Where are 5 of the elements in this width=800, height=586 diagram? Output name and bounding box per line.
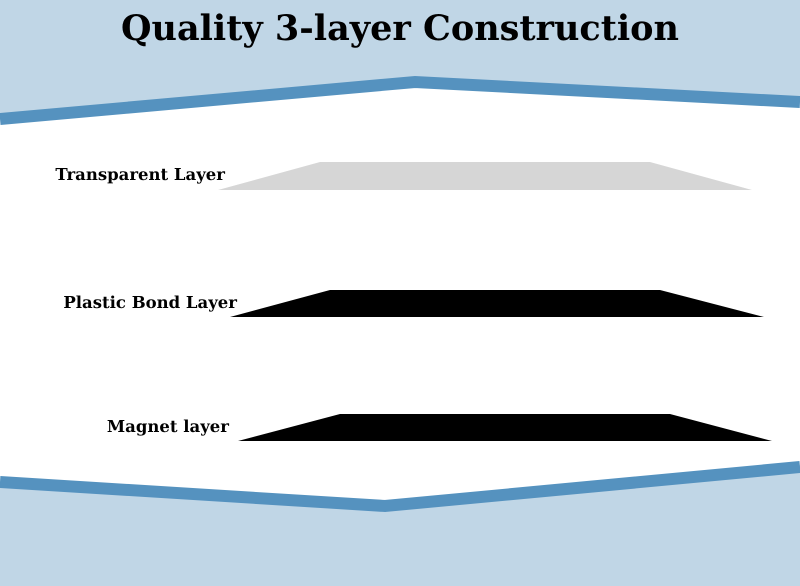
layer-label: Magnet layer [106,416,229,436]
layer-label: Plastic Bond Layer [63,292,237,312]
layer-label: Transparent Layer [55,165,225,184]
title: Quality 3-layer Construction [120,8,680,49]
layer-slab [238,414,772,441]
